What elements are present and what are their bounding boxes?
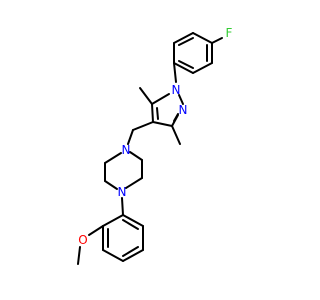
- bond: [125, 177, 143, 189]
- pyrazole-n2-label: N: [179, 103, 188, 117]
- bond: [178, 94, 184, 105]
- bond: [192, 62, 213, 74]
- molecule-canvas: F N N N N O: [77, 26, 233, 265]
- bond: [127, 129, 134, 145]
- bond: [151, 93, 170, 105]
- bond: [151, 103, 154, 123]
- bond: [173, 62, 177, 83]
- bond: [173, 32, 194, 44]
- molecule-structure: F N N N N O: [77, 26, 233, 265]
- bond: [171, 125, 181, 145]
- bond: [77, 246, 81, 265]
- bond: [178, 37, 194, 46]
- bond: [122, 214, 144, 227]
- bond: [104, 152, 122, 164]
- piperazine-n-top-label: N: [122, 143, 131, 157]
- bond: [122, 246, 139, 257]
- bond: [102, 214, 124, 227]
- bonds: [77, 32, 223, 265]
- bond: [102, 249, 124, 262]
- bond: [122, 219, 139, 230]
- bond: [132, 121, 154, 131]
- bond: [104, 180, 118, 190]
- bond: [156, 107, 159, 120]
- bond: [152, 121, 173, 127]
- atom-labels: F N N N N O: [78, 26, 232, 247]
- pyrazole-n1-label: N: [172, 83, 181, 97]
- bond: [211, 37, 223, 44]
- piperazine-n-bottom-label: N: [118, 185, 127, 199]
- bond: [173, 62, 194, 74]
- fluorine-atom-label: F: [226, 26, 233, 40]
- bond: [122, 249, 144, 262]
- bond: [88, 225, 104, 236]
- bond: [129, 151, 143, 161]
- bond: [121, 197, 124, 216]
- bond: [178, 60, 194, 69]
- ether-oxygen-label: O: [78, 233, 87, 247]
- bond: [173, 113, 179, 122]
- bond: [139, 87, 153, 105]
- bond: [192, 32, 213, 44]
